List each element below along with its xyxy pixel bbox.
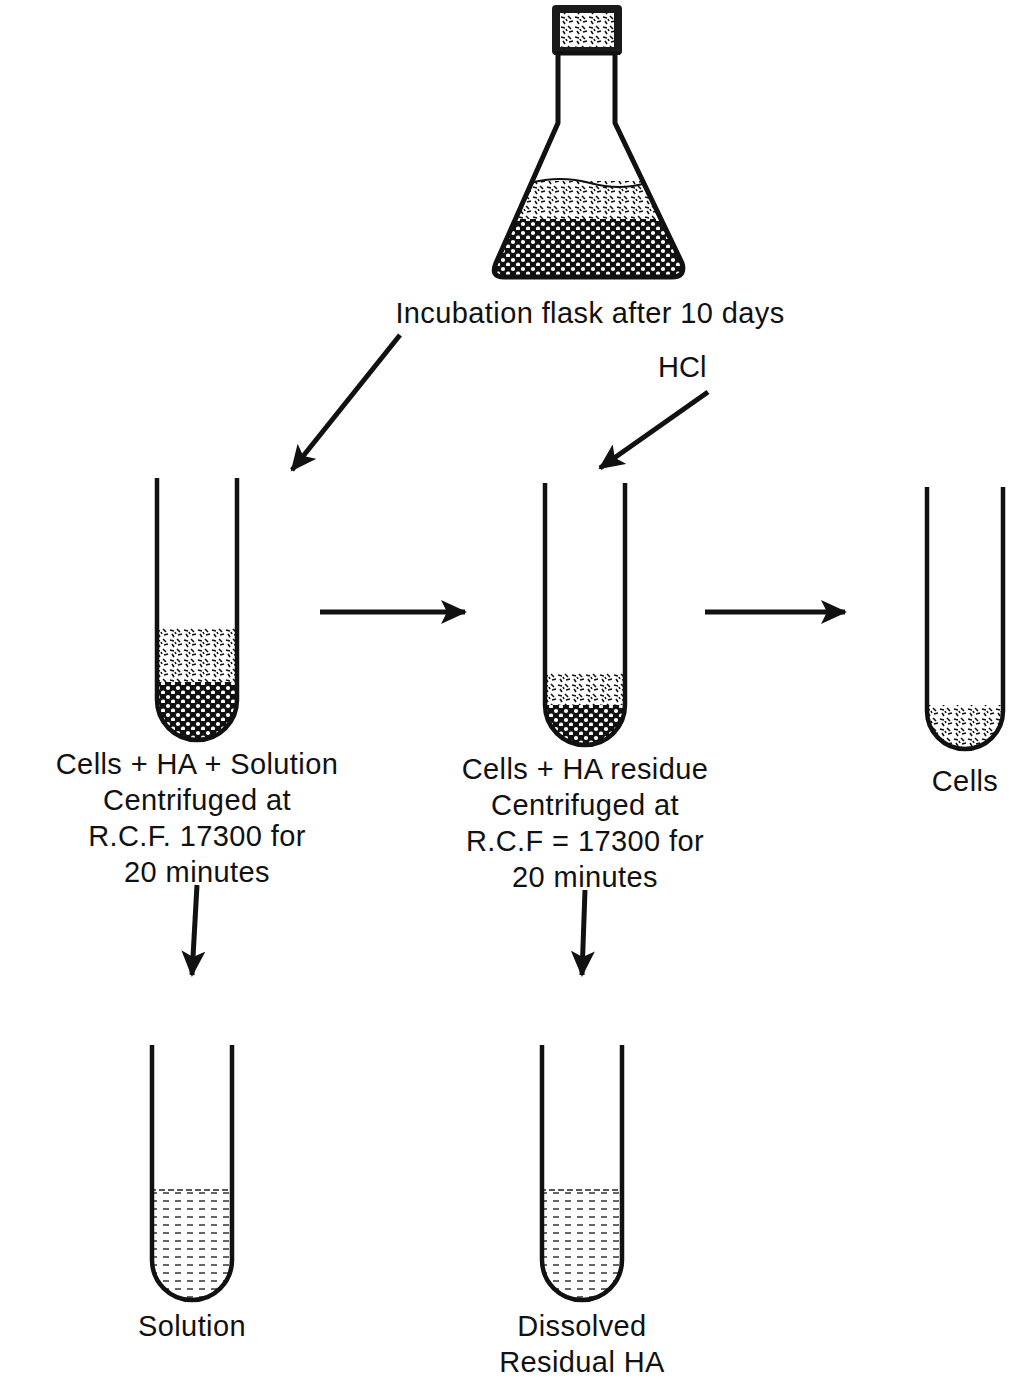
vessel-caption: Incubation flask after 10 days bbox=[395, 295, 784, 331]
flow-arrow bbox=[292, 335, 400, 470]
test-tube-drawing bbox=[150, 1045, 234, 1300]
caption-line: Cells bbox=[932, 763, 998, 799]
caption-line: Cells + HA + Solution bbox=[56, 746, 338, 782]
caption-line: Incubation flask after 10 days bbox=[395, 295, 784, 331]
vessel-caption: Solution bbox=[138, 1308, 246, 1344]
flow-arrow bbox=[320, 610, 465, 615]
flow-arrow bbox=[705, 610, 845, 615]
test-tube-drawing bbox=[155, 478, 239, 740]
flask-node: Incubation flask after 10 days bbox=[340, 0, 850, 335]
tube-node: Solution bbox=[100, 975, 270, 1350]
vessel-caption: Dissolved Residual HA bbox=[482, 1308, 682, 1380]
reagent-label: HCl bbox=[658, 350, 706, 384]
tube-node: Cells + HA + SolutionCentrifuged at R.C.… bbox=[70, 470, 320, 885]
caption-detail: Centrifuged at R.C.F. 17300 for 20 minut… bbox=[77, 782, 317, 890]
caption-line: Cells + HA residue bbox=[462, 751, 709, 787]
test-tube-drawing bbox=[925, 487, 1005, 749]
caption-detail: Centrifuged at R.C.F = 17300 for 20 minu… bbox=[465, 787, 705, 895]
caption-line: Solution bbox=[138, 1308, 246, 1344]
flow-arrow bbox=[582, 890, 585, 975]
tube-node: Cells + HA residueCentrifuged at R.C.F =… bbox=[465, 470, 705, 890]
caption-line: Dissolved Residual HA bbox=[482, 1308, 682, 1380]
test-tube-drawing bbox=[540, 1045, 624, 1300]
test-tube-drawing bbox=[543, 483, 627, 745]
reagent-arrow bbox=[600, 392, 708, 468]
tube-node: Cells bbox=[845, 470, 1009, 800]
vessel-caption: Cells + HA residueCentrifuged at R.C.F =… bbox=[462, 751, 709, 895]
tube-node: Dissolved Residual HA bbox=[495, 975, 665, 1375]
vessel-caption: Cells bbox=[932, 763, 998, 799]
flow-arrow bbox=[192, 885, 197, 975]
vessel-caption: Cells + HA + SolutionCentrifuged at R.C.… bbox=[56, 746, 338, 890]
flask-drawing bbox=[490, 5, 690, 285]
